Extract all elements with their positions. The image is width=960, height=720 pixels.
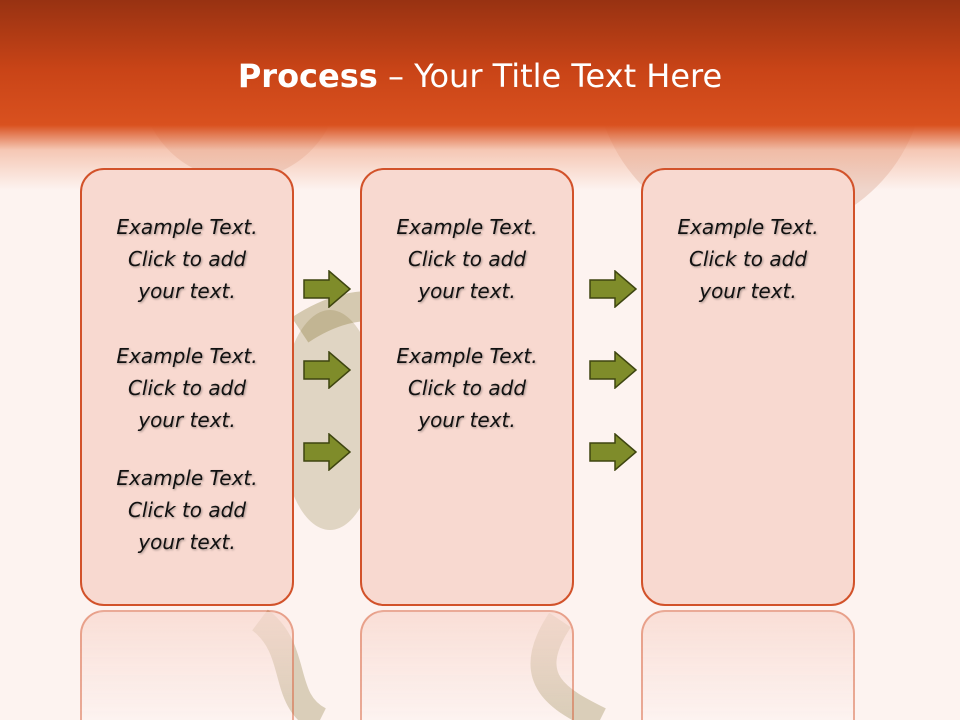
box-reflection <box>641 610 855 720</box>
process-box-2[interactable] <box>360 168 574 606</box>
text-line: your text. <box>699 279 797 303</box>
text-block[interactable]: Example Text. Click to add your text. <box>360 211 574 307</box>
process-box-3[interactable] <box>641 168 855 606</box>
text-line: Click to add <box>688 247 808 271</box>
process-box-1[interactable] <box>80 168 294 606</box>
text-line: Example Text. <box>396 344 538 368</box>
text-line: Click to add <box>127 247 247 271</box>
text-line: your text. <box>418 408 516 432</box>
text-line: your text. <box>138 279 236 303</box>
title-bold-text: Process <box>237 57 378 95</box>
right-arrow-icon[interactable] <box>303 270 351 308</box>
text-block[interactable]: Example Text. Click to add your text. <box>80 462 294 558</box>
text-line: your text. <box>138 530 236 554</box>
title-rest-text: – Your Title Text Here <box>387 57 723 95</box>
right-arrow-icon[interactable] <box>589 351 637 389</box>
text-line: your text. <box>138 408 236 432</box>
title-banner <box>0 0 960 190</box>
right-arrow-icon[interactable] <box>303 433 351 471</box>
text-line: Example Text. <box>677 215 819 239</box>
text-line: Click to add <box>407 376 527 400</box>
text-block[interactable]: Example Text. Click to add your text. <box>360 340 574 436</box>
box-reflection <box>360 610 574 720</box>
right-arrow-icon[interactable] <box>589 433 637 471</box>
right-arrow-icon[interactable] <box>303 351 351 389</box>
text-line: Example Text. <box>116 466 258 490</box>
text-line: your text. <box>418 279 516 303</box>
box-reflection <box>80 610 294 720</box>
text-block[interactable]: Example Text. Click to add your text. <box>641 211 855 307</box>
text-line: Click to add <box>407 247 527 271</box>
text-line: Example Text. <box>396 215 538 239</box>
text-block[interactable]: Example Text. Click to add your text. <box>80 211 294 307</box>
text-line: Example Text. <box>116 215 258 239</box>
text-line: Click to add <box>127 498 247 522</box>
page-title[interactable]: Process – Your Title Text Here <box>0 52 960 100</box>
right-arrow-icon[interactable] <box>589 270 637 308</box>
text-block[interactable]: Example Text. Click to add your text. <box>80 340 294 436</box>
text-line: Example Text. <box>116 344 258 368</box>
text-line: Click to add <box>127 376 247 400</box>
